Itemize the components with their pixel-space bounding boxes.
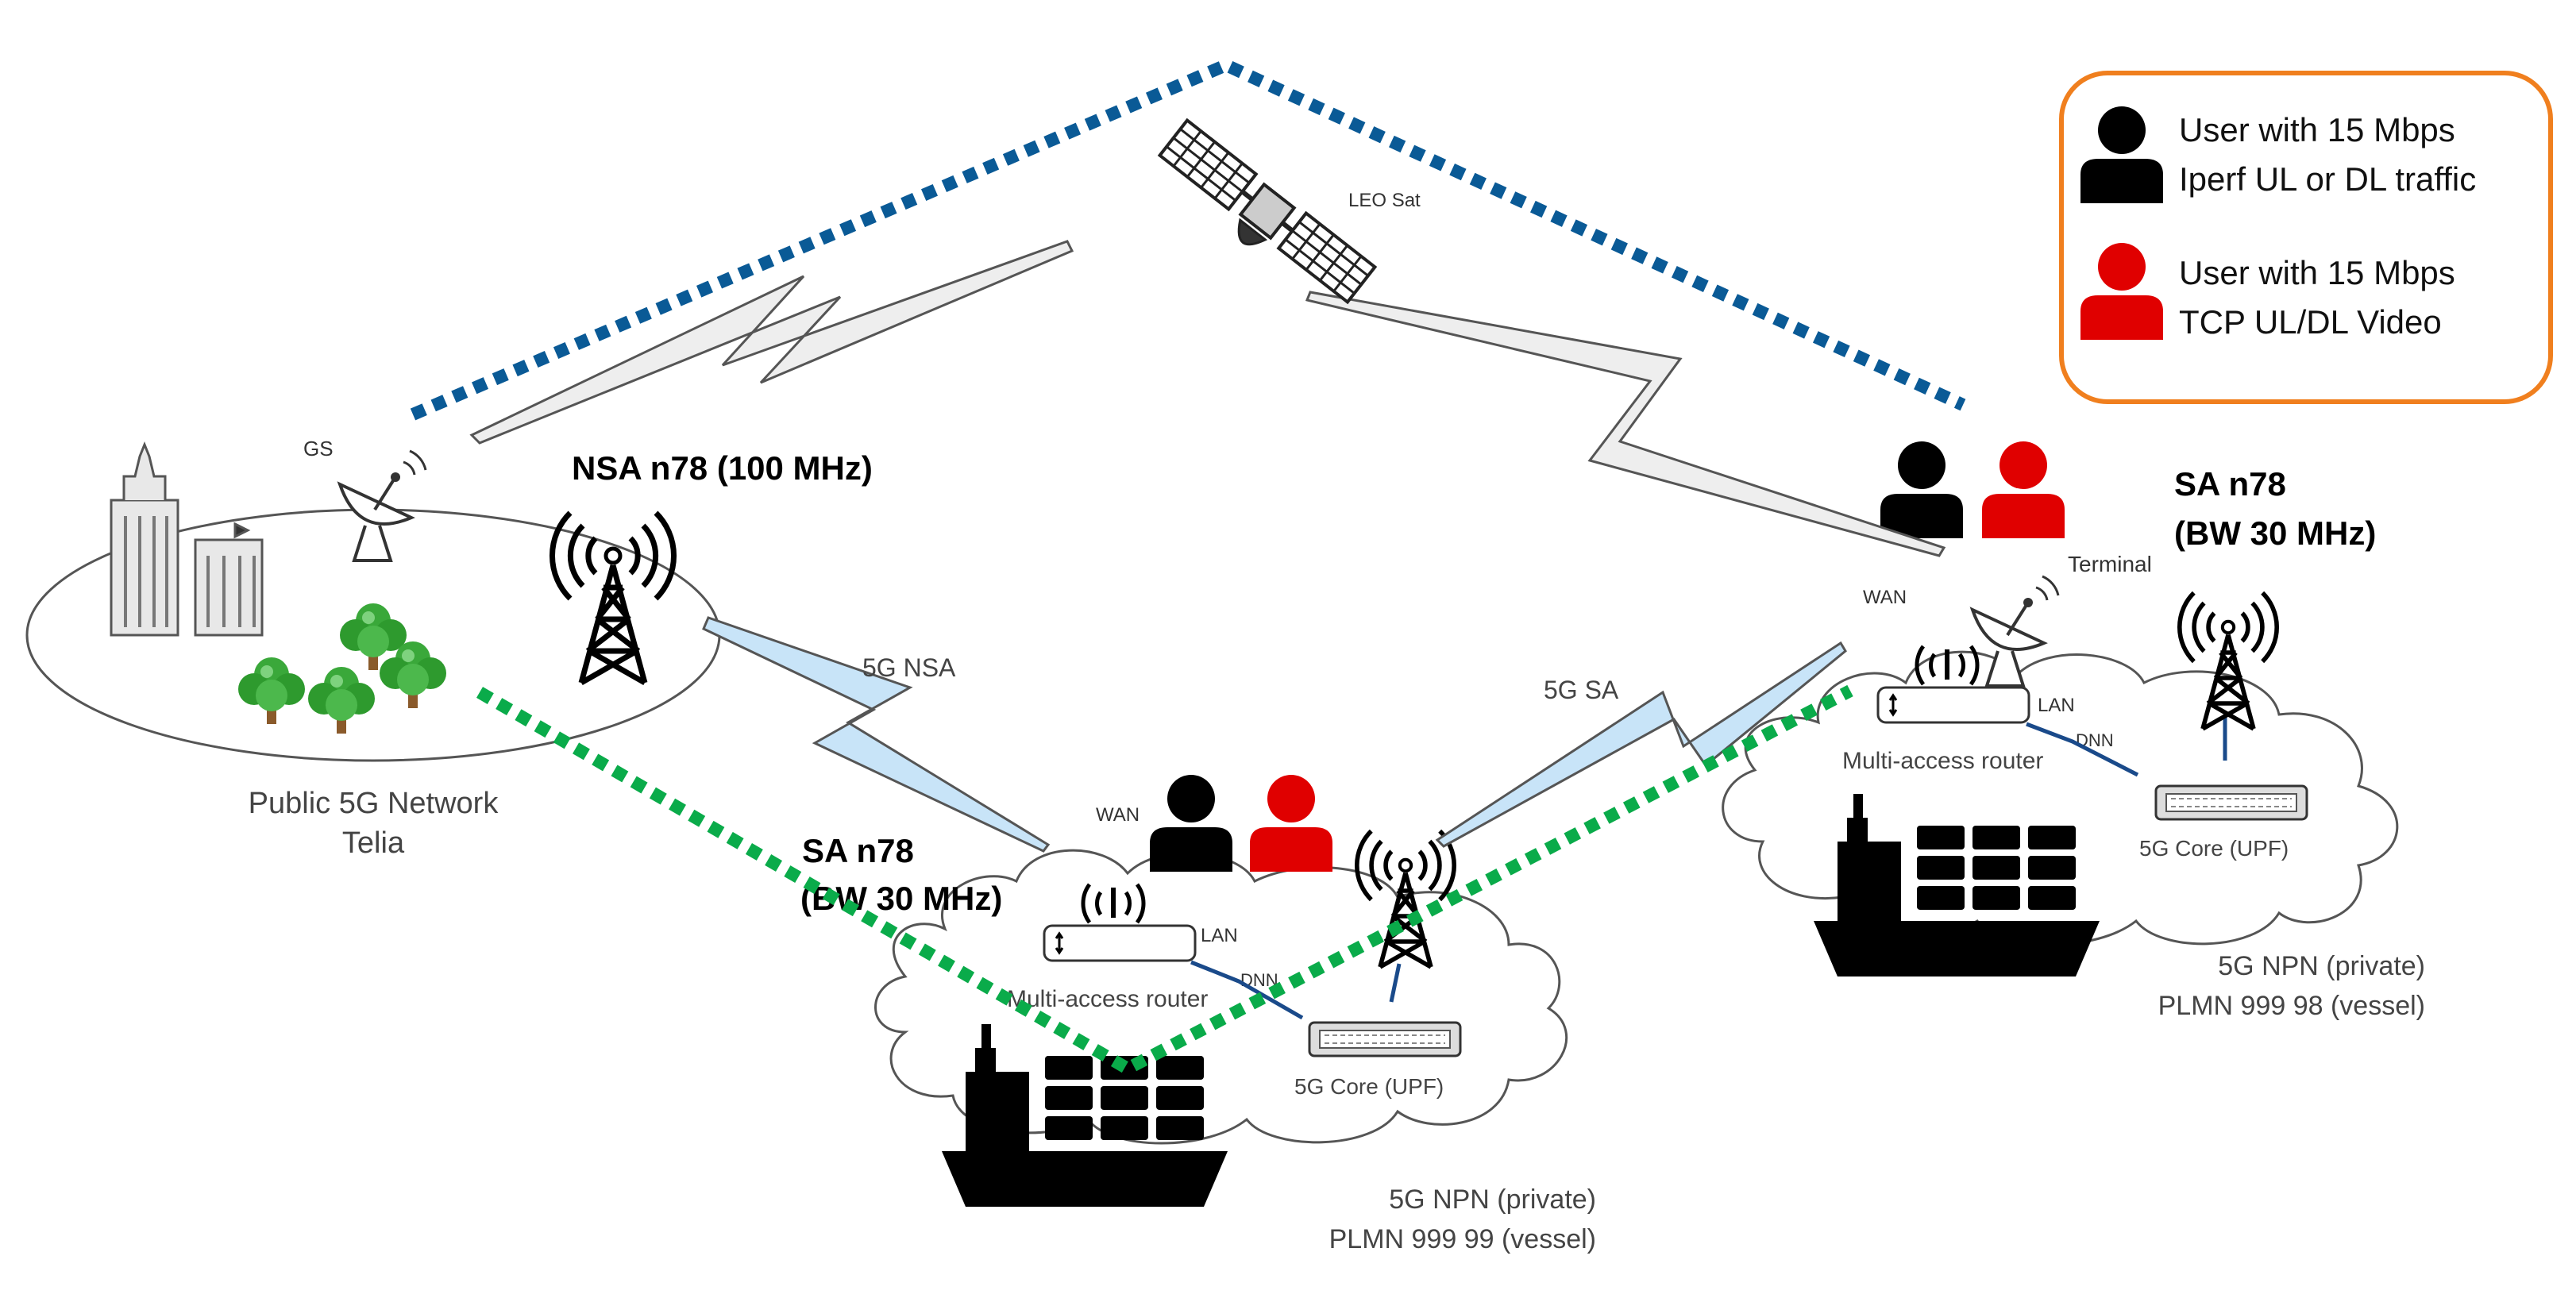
satellite-link-gs-bolt — [469, 240, 1074, 445]
nsa-band-label: NSA n78 (100 MHz) — [572, 449, 873, 487]
terrestrial-path-dotted-link — [476, 684, 1853, 1077]
vessel-99-band-line1: SA n78 — [802, 832, 914, 869]
vessel-98-band-line1: SA n78 — [2174, 465, 2286, 503]
public-network-operator: Telia — [342, 826, 405, 860]
vessel-99-lan-link — [1190, 960, 1304, 1020]
vessel-99-plmn-label: PLMN 999 99 (vessel) — [1329, 1224, 1596, 1254]
legend-red-line2: TCP UL/DL Video — [2179, 303, 2442, 341]
vessel-98-wan-label: WAN — [1863, 587, 1907, 608]
city-buildings-icon — [110, 441, 264, 637]
satellite-path-dotted-link — [410, 58, 1966, 421]
5g-sa-link-bolt — [1435, 641, 1847, 848]
5g-sa-label: 5G SA — [1544, 676, 1619, 704]
legend-box — [2059, 71, 2553, 404]
vessel-98-user-black-icon — [1880, 441, 1963, 538]
satellite-link-terminal-bolt — [1305, 291, 1946, 557]
vessel-98-core-label: 5G Core (UPF) — [2139, 836, 2289, 861]
vessel-99-lan-label: LAN — [1201, 925, 1238, 946]
vessel-99-npn-label: 5G NPN (private) — [1389, 1185, 1596, 1215]
vessel-98-router-label: Multi-access router — [1842, 748, 2043, 774]
legend: User with 15 Mbps Iperf UL or DL traffic… — [2059, 71, 2553, 404]
vessel-98-plmn-label: PLMN 999 98 (vessel) — [2158, 991, 2425, 1021]
vessel-98-core-server-icon — [2154, 784, 2308, 821]
legend-black-line2: Iperf UL or DL traffic — [2179, 160, 2476, 198]
vessel-98-lan-label: LAN — [2038, 695, 2075, 716]
satellite-icon — [1157, 117, 1378, 305]
vessel-98-band-line2: (BW 30 MHz) — [2174, 514, 2376, 552]
public-network-name: Public 5G Network — [249, 787, 499, 820]
vessel-99-router-label: Multi-access router — [1007, 986, 1208, 1012]
vessel-99-core-link — [1389, 963, 1402, 1003]
legend-black-line1: User with 15 Mbps — [2179, 111, 2455, 148]
5g-nsa-link-bolt — [702, 616, 1051, 853]
legend-red-line1: User with 15 Mbps — [2179, 254, 2455, 291]
vessel-98-npn-label: 5G NPN (private) — [2218, 951, 2425, 981]
vessel-99-wan-label: WAN — [1096, 804, 1140, 826]
vessel-99-core-server-icon — [1308, 1021, 1462, 1057]
vessel-99-user-black-icon — [1150, 775, 1232, 872]
vessel-99-core-label: 5G Core (UPF) — [1294, 1074, 1444, 1099]
5g-nsa-label: 5G NSA — [862, 653, 956, 682]
satellite-label: LEO Sat — [1348, 190, 1421, 211]
vessel-99-user-red-icon — [1250, 775, 1332, 872]
vessel-98-terminal-label: Terminal — [2068, 552, 2152, 576]
gs-label: GS — [303, 437, 334, 460]
vessel-98-user-red-icon — [1982, 441, 2065, 538]
vessel-98-lan-link — [2026, 722, 2139, 777]
